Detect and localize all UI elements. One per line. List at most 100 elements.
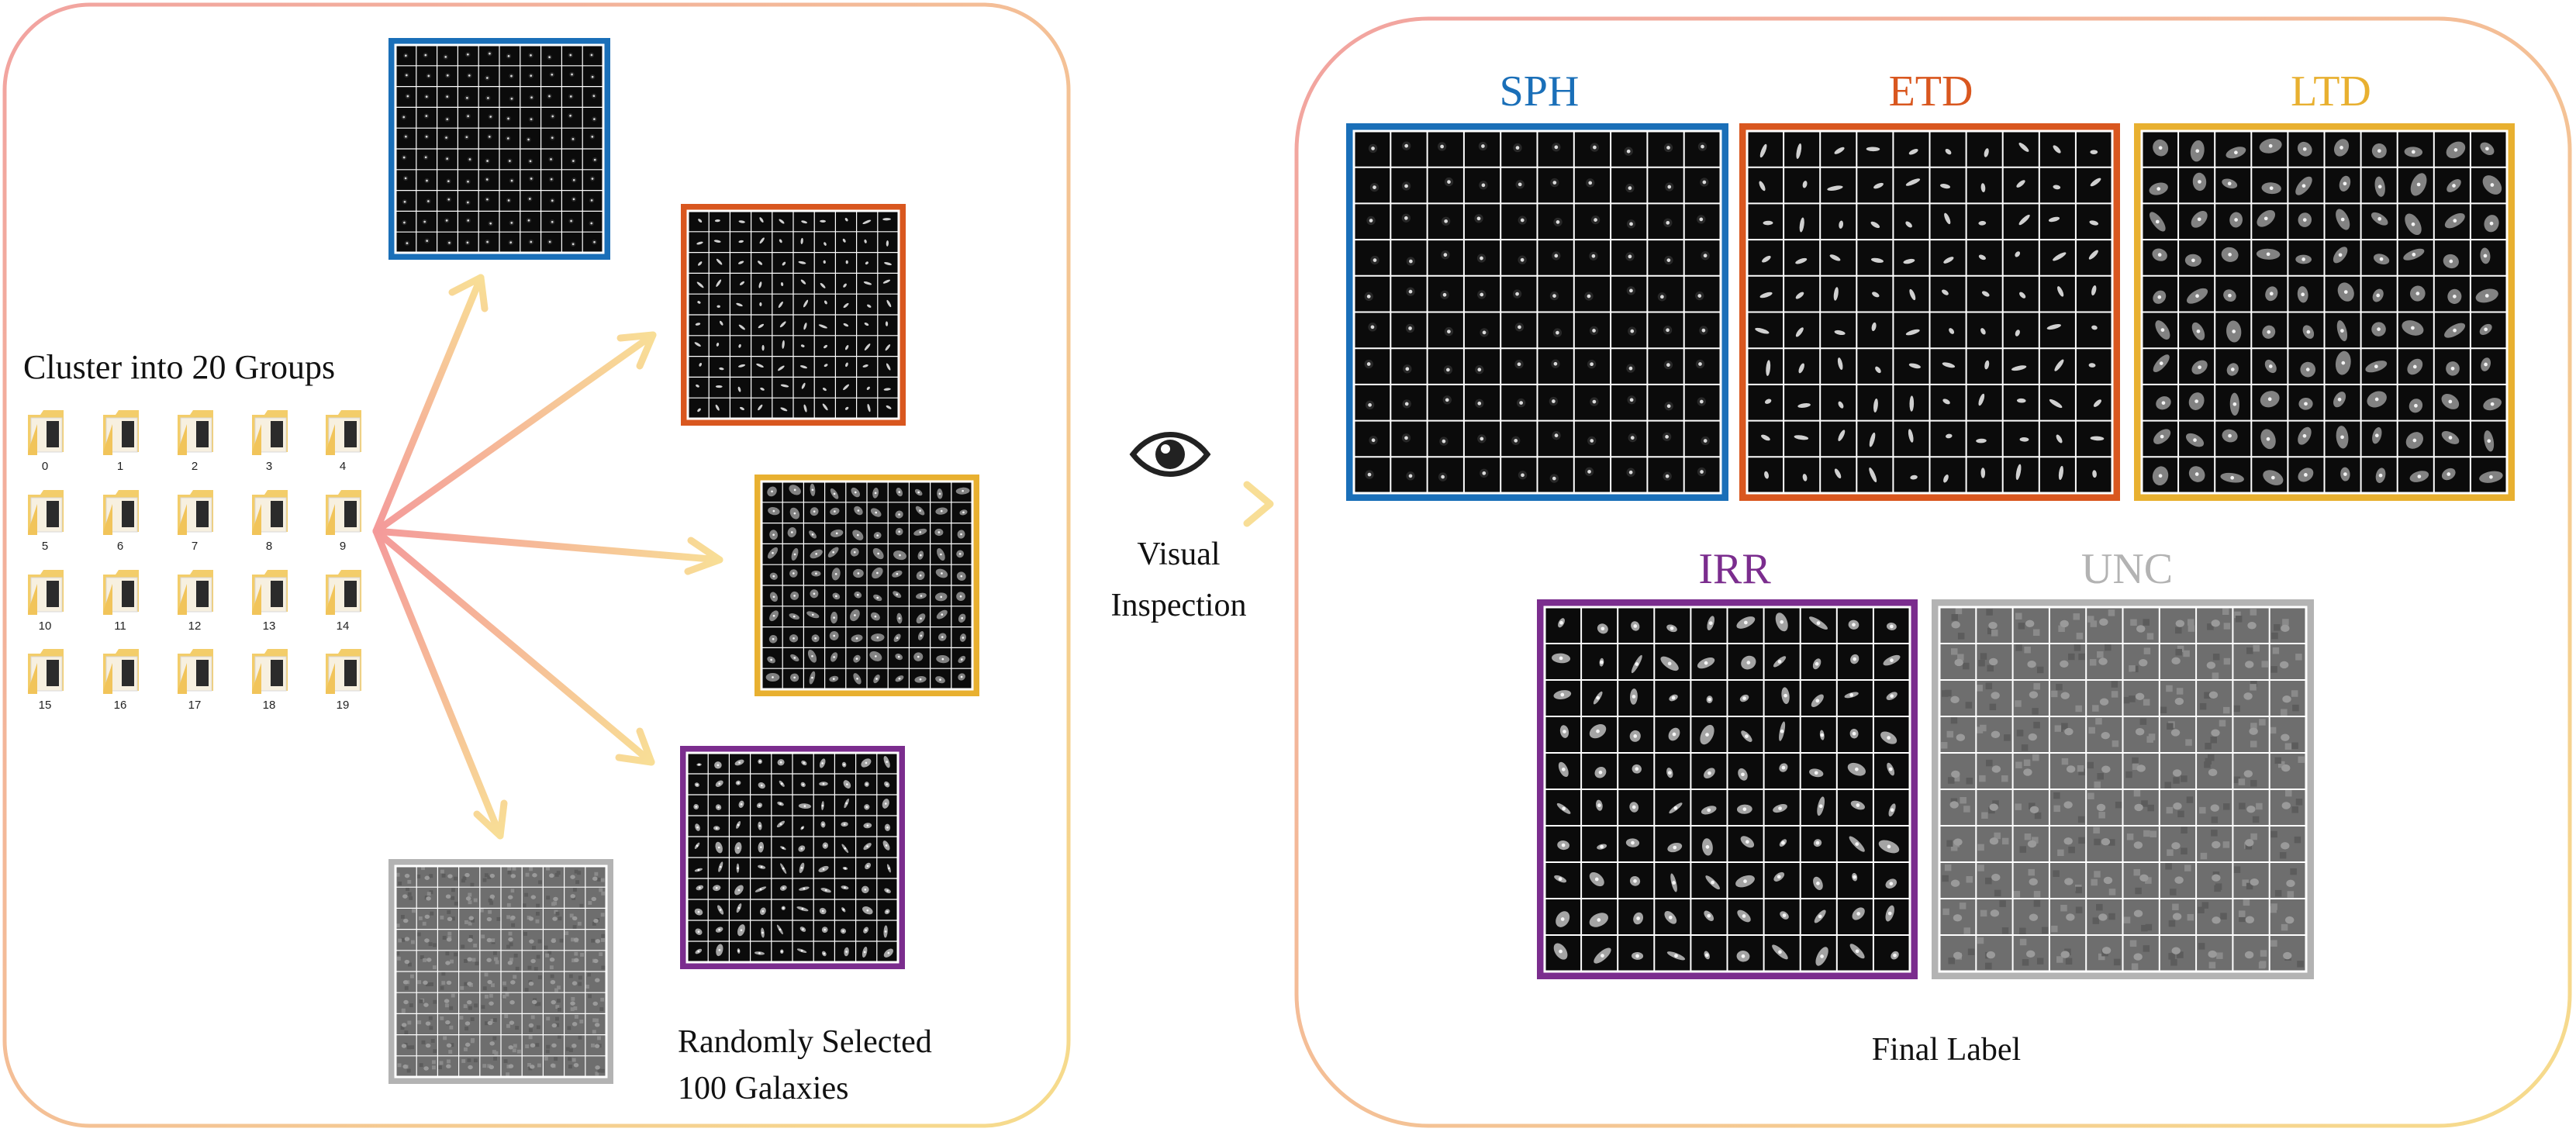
- cluster-folder-17[interactable]: [176, 646, 216, 698]
- galaxy-thumb: [401, 1044, 407, 1048]
- cluster-folder-1[interactable]: [102, 407, 142, 459]
- galaxy-thumb: [800, 237, 803, 244]
- galaxy-core: [2266, 252, 2270, 257]
- noise-speck: [2242, 879, 2249, 886]
- noise-speck: [565, 931, 569, 935]
- galaxy-thumb: [2018, 143, 2029, 152]
- noise-speck: [485, 994, 489, 999]
- cluster-folder-5[interactable]: [26, 487, 67, 539]
- cluster-folder-7[interactable]: [176, 487, 216, 539]
- galaxy-core: [960, 675, 963, 678]
- cluster-folder-0[interactable]: [26, 407, 67, 459]
- cluster-folder-9[interactable]: [324, 487, 364, 539]
- galaxy-thumb: [489, 1065, 495, 1070]
- galaxy-thumb: [593, 240, 596, 243]
- folder-icon: [178, 490, 213, 535]
- noise-speck: [2177, 810, 2184, 818]
- galaxy-core: [772, 575, 775, 578]
- cluster-folder-2[interactable]: [176, 407, 216, 459]
- noise-speck: [2233, 776, 2241, 783]
- galaxy-thumb: [1980, 328, 1986, 335]
- noise-speck: [2061, 723, 2068, 730]
- galaxy-core: [1704, 953, 1709, 958]
- noise-speck: [2277, 761, 2285, 768]
- noise-speck: [536, 1025, 540, 1030]
- noise-speck: [444, 1003, 449, 1008]
- cluster-folder-4[interactable]: [324, 407, 364, 459]
- galaxy-thumb: [569, 95, 572, 98]
- noise-speck: [571, 1058, 576, 1062]
- cluster-folder-8[interactable]: [250, 487, 291, 539]
- noise-speck: [489, 901, 494, 906]
- noise-speck: [2053, 792, 2060, 799]
- galaxy-thumb: [844, 406, 849, 410]
- galaxy-thumb: [1834, 330, 1846, 336]
- noise-speck: [473, 1058, 478, 1063]
- galaxy-grids: [388, 38, 2515, 1084]
- galaxy-thumb: [466, 53, 469, 56]
- galaxy-core: [940, 509, 943, 513]
- cluster-folder-13[interactable]: [250, 567, 291, 619]
- cluster-folder-3[interactable]: [250, 407, 291, 459]
- cluster-folder-6[interactable]: [102, 487, 142, 539]
- cluster-folder-label: 14: [336, 619, 350, 633]
- galaxy-thumb: [1587, 294, 1591, 299]
- galaxy-thumb: [1871, 322, 1877, 332]
- noise-speck: [558, 1007, 561, 1012]
- cluster-folder-11[interactable]: [102, 567, 142, 619]
- noise-speck: [597, 1036, 601, 1041]
- noise-speck: [545, 953, 550, 958]
- galaxy-thumb: [1520, 218, 1525, 223]
- galaxy-core: [844, 886, 846, 889]
- cluster-folder-19[interactable]: [324, 646, 364, 698]
- galaxy-core: [697, 930, 700, 934]
- noise-speck: [447, 909, 451, 914]
- cluster-folder-16[interactable]: [102, 646, 142, 698]
- noise-speck: [2015, 803, 2022, 810]
- galaxy-core: [782, 906, 785, 909]
- galaxy-core: [2156, 187, 2161, 191]
- cluster-folder-10[interactable]: [26, 567, 67, 619]
- noise-speck: [555, 911, 560, 916]
- noise-speck: [511, 923, 516, 927]
- noise-speck: [1977, 937, 1984, 944]
- noise-speck: [580, 952, 585, 957]
- noise-speck: [512, 1048, 516, 1053]
- noise-speck: [2068, 653, 2075, 661]
- galaxy-core: [740, 929, 743, 932]
- noise-speck: [1947, 777, 1955, 784]
- noise-speck: [2243, 899, 2250, 906]
- galaxy-core: [898, 677, 901, 680]
- galaxy-core: [866, 909, 869, 912]
- galaxy-thumb: [1482, 330, 1487, 335]
- galaxy-thumb: [530, 958, 536, 964]
- galaxy-thumb: [2101, 947, 2112, 954]
- galaxy-thumb: [1404, 402, 1409, 406]
- galaxy-thumb: [530, 118, 533, 121]
- galaxy-core: [875, 678, 878, 680]
- noise-speck: [2259, 719, 2266, 726]
- galaxy-thumb: [2066, 765, 2076, 773]
- galaxy-core: [2230, 475, 2235, 480]
- galaxy-core: [718, 782, 721, 785]
- noise-speck: [1976, 726, 1984, 733]
- galaxy-thumb: [1762, 255, 1771, 263]
- cluster-folder-12[interactable]: [176, 567, 216, 619]
- galaxy-thumb: [1517, 362, 1521, 367]
- galaxy-thumb: [1404, 436, 1408, 440]
- galaxy-thumb: [2211, 619, 2220, 627]
- galaxy-thumb: [403, 999, 409, 1005]
- noise-speck: [2207, 623, 2214, 630]
- galaxy-thumb: [571, 73, 573, 76]
- noise-speck: [484, 1021, 489, 1026]
- cluster-folder-15[interactable]: [26, 646, 67, 698]
- galaxy-thumb: [2133, 953, 2143, 961]
- galaxy-core: [2195, 294, 2199, 299]
- galaxy-core: [761, 931, 764, 934]
- cluster-folder-18[interactable]: [250, 646, 291, 698]
- galaxy-core: [843, 823, 846, 826]
- galaxy-core: [1855, 842, 1859, 846]
- noise-speck: [487, 1064, 492, 1068]
- galaxy-core: [1559, 949, 1563, 954]
- cluster-folder-14[interactable]: [324, 567, 364, 619]
